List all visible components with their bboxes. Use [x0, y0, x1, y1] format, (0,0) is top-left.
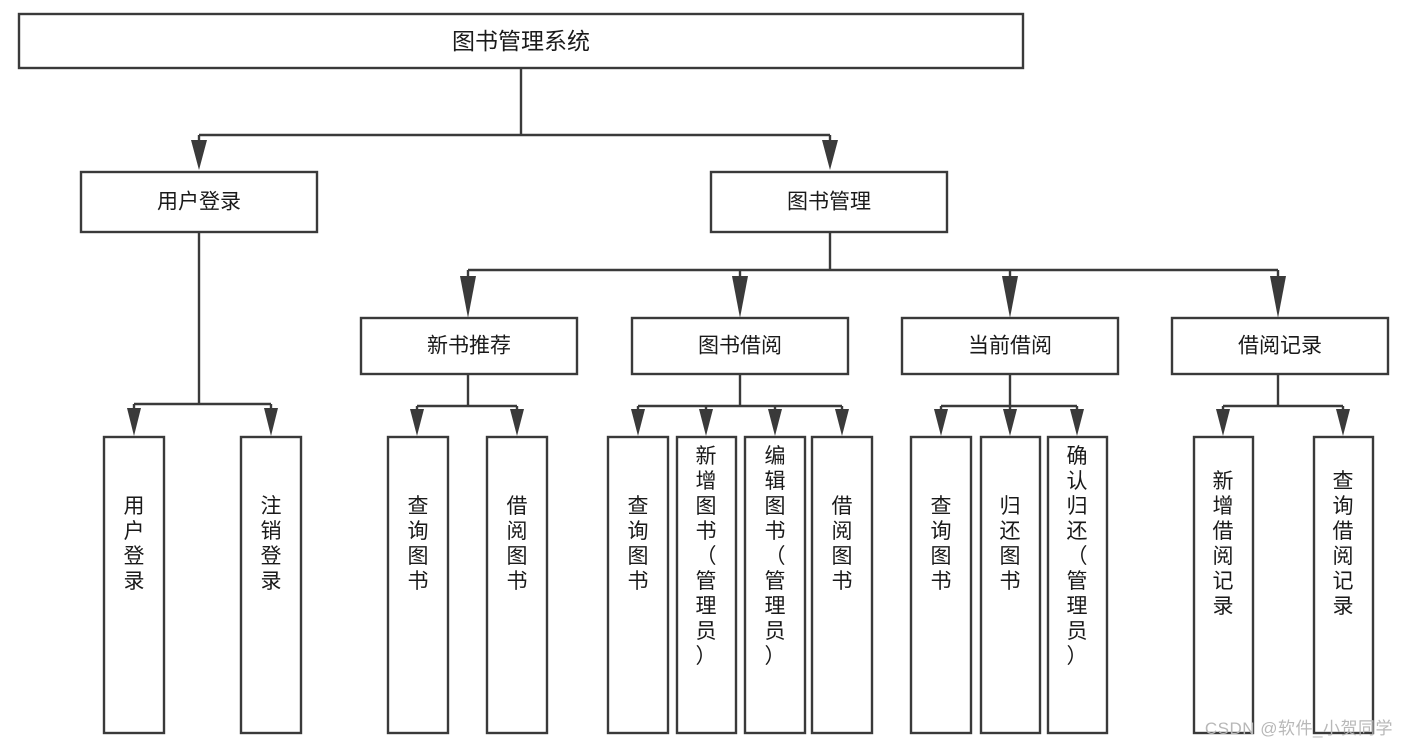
- node-leaf-borrow-book-1[interactable]: 借阅图书: [485, 435, 549, 735]
- node-leaf-add-book-label: 新增图书（管理员）: [696, 445, 717, 668]
- node-book-management[interactable]: 图书管理: [709, 170, 949, 234]
- node-leaf-edit-book-box[interactable]: [743, 435, 807, 735]
- node-book-borrow[interactable]: 图书借阅: [630, 316, 850, 376]
- node-borrow-record-label: 借阅记录: [1238, 335, 1322, 358]
- node-new-book-recommend-label: 新书推荐: [427, 335, 511, 358]
- node-leaf-query-record[interactable]: 查询借阅记录: [1312, 435, 1375, 735]
- arrow-head-leaf-return-book: [1003, 409, 1017, 436]
- node-leaf-query-book-2-label: 查询图书: [628, 495, 649, 593]
- arrow-head-leaf-add-book: [699, 409, 713, 436]
- node-new-book-recommend-box[interactable]: [359, 316, 579, 376]
- connector-group-user-login: [127, 232, 278, 436]
- arrow-head-leaf-query-record: [1336, 409, 1350, 436]
- connector-group-borrow-record: [1216, 374, 1350, 436]
- node-root[interactable]: 图书管理系统: [17, 12, 1025, 70]
- arrow-head-current-borrow: [1002, 276, 1018, 318]
- arrow-head-book-management: [822, 140, 838, 170]
- node-leaf-confirm-return-box[interactable]: [1046, 435, 1109, 735]
- node-book-management-label: 图书管理: [787, 191, 871, 214]
- node-leaf-add-record[interactable]: 新增借阅记录: [1192, 435, 1255, 735]
- node-book-management-box[interactable]: [709, 170, 949, 234]
- node-user-login-box[interactable]: [79, 170, 319, 234]
- node-leaf-add-record-box[interactable]: [1192, 435, 1255, 735]
- node-leaf-query-record-label: 查询借阅记录: [1333, 470, 1354, 618]
- node-leaf-query-book-1-label: 查询图书: [408, 495, 429, 593]
- node-leaf-query-book-3-label: 查询图书: [931, 495, 952, 593]
- node-book-borrow-label: 图书借阅: [698, 335, 782, 358]
- node-current-borrow-box[interactable]: [900, 316, 1120, 376]
- node-leaf-query-book-3[interactable]: 查询图书: [909, 435, 973, 735]
- node-leaf-query-book-1[interactable]: 查询图书: [386, 435, 450, 735]
- node-root-box[interactable]: [17, 12, 1025, 70]
- node-leaf-return-book-label: 归还图书: [1000, 495, 1021, 593]
- node-leaf-query-book-1-box[interactable]: [386, 435, 450, 735]
- node-leaf-logout-login-label: 注销登录: [261, 495, 282, 593]
- node-leaf-logout-login[interactable]: 注销登录: [239, 435, 303, 735]
- node-leaf-user-login-label: 用户登录: [124, 495, 145, 593]
- node-leaf-confirm-return[interactable]: 确认归还（管理员）: [1046, 435, 1109, 735]
- node-borrow-record[interactable]: 借阅记录: [1170, 316, 1390, 376]
- node-root-label: 图书管理系统: [452, 28, 590, 54]
- arrow-head-leaf-logout-login: [264, 408, 278, 436]
- arrow-head-leaf-borrow-book-2: [835, 409, 849, 436]
- connector-group-book-management: [460, 232, 1286, 318]
- node-leaf-user-login-box[interactable]: [102, 435, 166, 735]
- connector-group-current-borrow: [934, 374, 1084, 436]
- node-leaf-borrow-book-1-box[interactable]: [485, 435, 549, 735]
- node-leaf-add-record-label: 新增借阅记录: [1213, 470, 1234, 618]
- connector-group-root: [191, 68, 838, 170]
- node-leaf-borrow-book-2-label: 借阅图书: [832, 495, 853, 593]
- arrow-head-leaf-confirm-return: [1070, 409, 1084, 436]
- node-leaf-user-login[interactable]: 用户登录: [102, 435, 166, 735]
- arrow-head-leaf-add-record: [1216, 409, 1230, 436]
- node-user-login[interactable]: 用户登录: [79, 170, 319, 234]
- arrow-head-leaf-user-login: [127, 408, 141, 436]
- node-user-login-label: 用户登录: [157, 191, 241, 214]
- connector-group-new-book-recommend: [410, 374, 524, 436]
- arrow-head-borrow-record: [1270, 276, 1286, 318]
- node-book-borrow-box[interactable]: [630, 316, 850, 376]
- arrow-head-leaf-query-book-1: [410, 409, 424, 436]
- node-leaf-query-book-2-box[interactable]: [606, 435, 670, 735]
- node-current-borrow[interactable]: 当前借阅: [900, 316, 1120, 376]
- node-leaf-add-book-box[interactable]: [675, 435, 738, 735]
- arrow-head-leaf-query-book-2: [631, 409, 645, 436]
- node-borrow-record-box[interactable]: [1170, 316, 1390, 376]
- node-leaf-add-book[interactable]: 新增图书（管理员）: [675, 435, 738, 735]
- arrow-head-new-book-recommend: [460, 276, 476, 318]
- arrow-head-book-borrow: [732, 276, 748, 318]
- node-leaf-query-book-2[interactable]: 查询图书: [606, 435, 670, 735]
- node-leaf-confirm-return-label: 确认归还（管理员）: [1067, 445, 1088, 668]
- arrow-head-leaf-borrow-book-1: [510, 409, 524, 436]
- csdn-watermark: CSDN @软件_小贺同学: [1204, 719, 1393, 738]
- arrow-head-user-login: [191, 140, 207, 170]
- node-leaf-edit-book-label: 编辑图书（管理员）: [765, 445, 786, 668]
- node-leaf-return-book[interactable]: 归还图书: [979, 435, 1042, 735]
- node-new-book-recommend[interactable]: 新书推荐: [359, 316, 579, 376]
- node-leaf-borrow-book-1-label: 借阅图书: [507, 495, 528, 593]
- node-leaf-query-record-box[interactable]: [1312, 435, 1375, 735]
- node-leaf-query-book-3-box[interactable]: [909, 435, 973, 735]
- node-leaf-edit-book[interactable]: 编辑图书（管理员）: [743, 435, 807, 735]
- arrow-head-leaf-query-book-3: [934, 409, 948, 436]
- node-current-borrow-label: 当前借阅: [968, 335, 1052, 358]
- node-leaf-borrow-book-2[interactable]: 借阅图书: [810, 435, 874, 735]
- node-leaf-borrow-book-2-box[interactable]: [810, 435, 874, 735]
- node-leaf-logout-login-box[interactable]: [239, 435, 303, 735]
- node-leaf-return-book-box[interactable]: [979, 435, 1042, 735]
- connector-group-book-borrow: [631, 374, 849, 436]
- arrow-head-leaf-edit-book: [768, 409, 782, 436]
